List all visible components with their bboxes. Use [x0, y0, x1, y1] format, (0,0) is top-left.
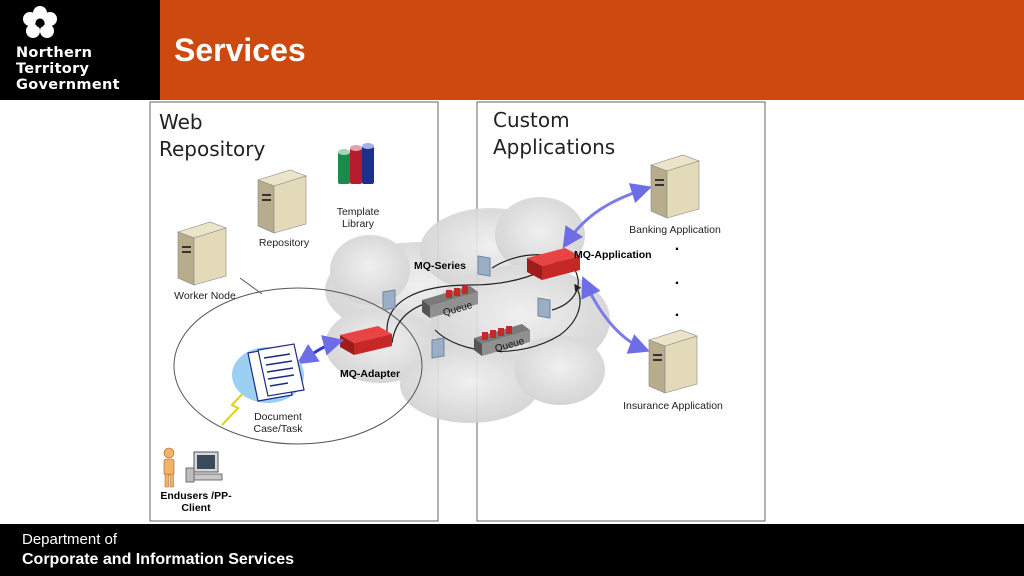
lightning-bolt-icon — [221, 387, 249, 426]
banking-application-label: Banking Application — [629, 224, 721, 236]
adapter-document-arrow — [296, 335, 345, 365]
worker-node-link — [239, 277, 263, 295]
ellipsis-dot-1: . — [674, 237, 680, 254]
footer-department: Department of — [22, 531, 118, 548]
template-library-label: Template Library — [336, 206, 380, 230]
nt-flower-logo-icon — [23, 6, 57, 38]
logo-line-3: Government — [16, 77, 120, 93]
mq-adapter-label: MQ-Adapter — [339, 368, 401, 380]
template-library-books-icon — [338, 143, 374, 184]
ellipsis-dot-3: . — [674, 303, 680, 320]
worker-ellipse — [173, 287, 423, 445]
mq-series-label: MQ-Series — [414, 260, 466, 272]
mq-application-icon — [527, 248, 580, 280]
repository-server-icon — [257, 169, 307, 234]
insurance-server-icon — [648, 329, 698, 394]
worker-node-server-icon — [177, 221, 227, 286]
document-label: Document Case/Task — [253, 411, 303, 435]
mq-application-label: MQ-Application — [574, 249, 652, 261]
logo-text: Northern Territory Government — [16, 45, 120, 93]
insurance-application-label: Insurance Application — [623, 400, 723, 412]
footer-department-name: Corporate and Information Services — [22, 551, 295, 568]
enduser-person-icon — [163, 447, 175, 488]
channel-connectors — [382, 255, 551, 359]
header-band: Services — [160, 0, 1024, 100]
repository-label: Repository — [258, 237, 310, 249]
client-computer-icon — [185, 451, 223, 483]
endusers-label: Endusers /PP- Client — [160, 490, 232, 514]
logo-line-2: Territory — [16, 61, 90, 77]
banking-server-icon — [650, 154, 700, 219]
page-title: Services — [174, 32, 306, 68]
web-repository-title: Web Repository — [159, 110, 266, 161]
worker-node-label: Worker Node — [174, 290, 236, 302]
logo-block: Northern Territory Government — [0, 0, 160, 100]
footer-bar: Department of Corporate and Information … — [0, 524, 1024, 576]
banking-arrow — [562, 183, 653, 249]
queue-bottom-icon: Queue — [474, 324, 530, 356]
ellipsis-dot-2: . — [674, 271, 680, 288]
insurance-arrow — [581, 276, 650, 354]
document-icon — [232, 343, 305, 403]
logo-line-1: Northern — [16, 45, 93, 61]
custom-applications-title: Custom Applications — [493, 108, 616, 159]
